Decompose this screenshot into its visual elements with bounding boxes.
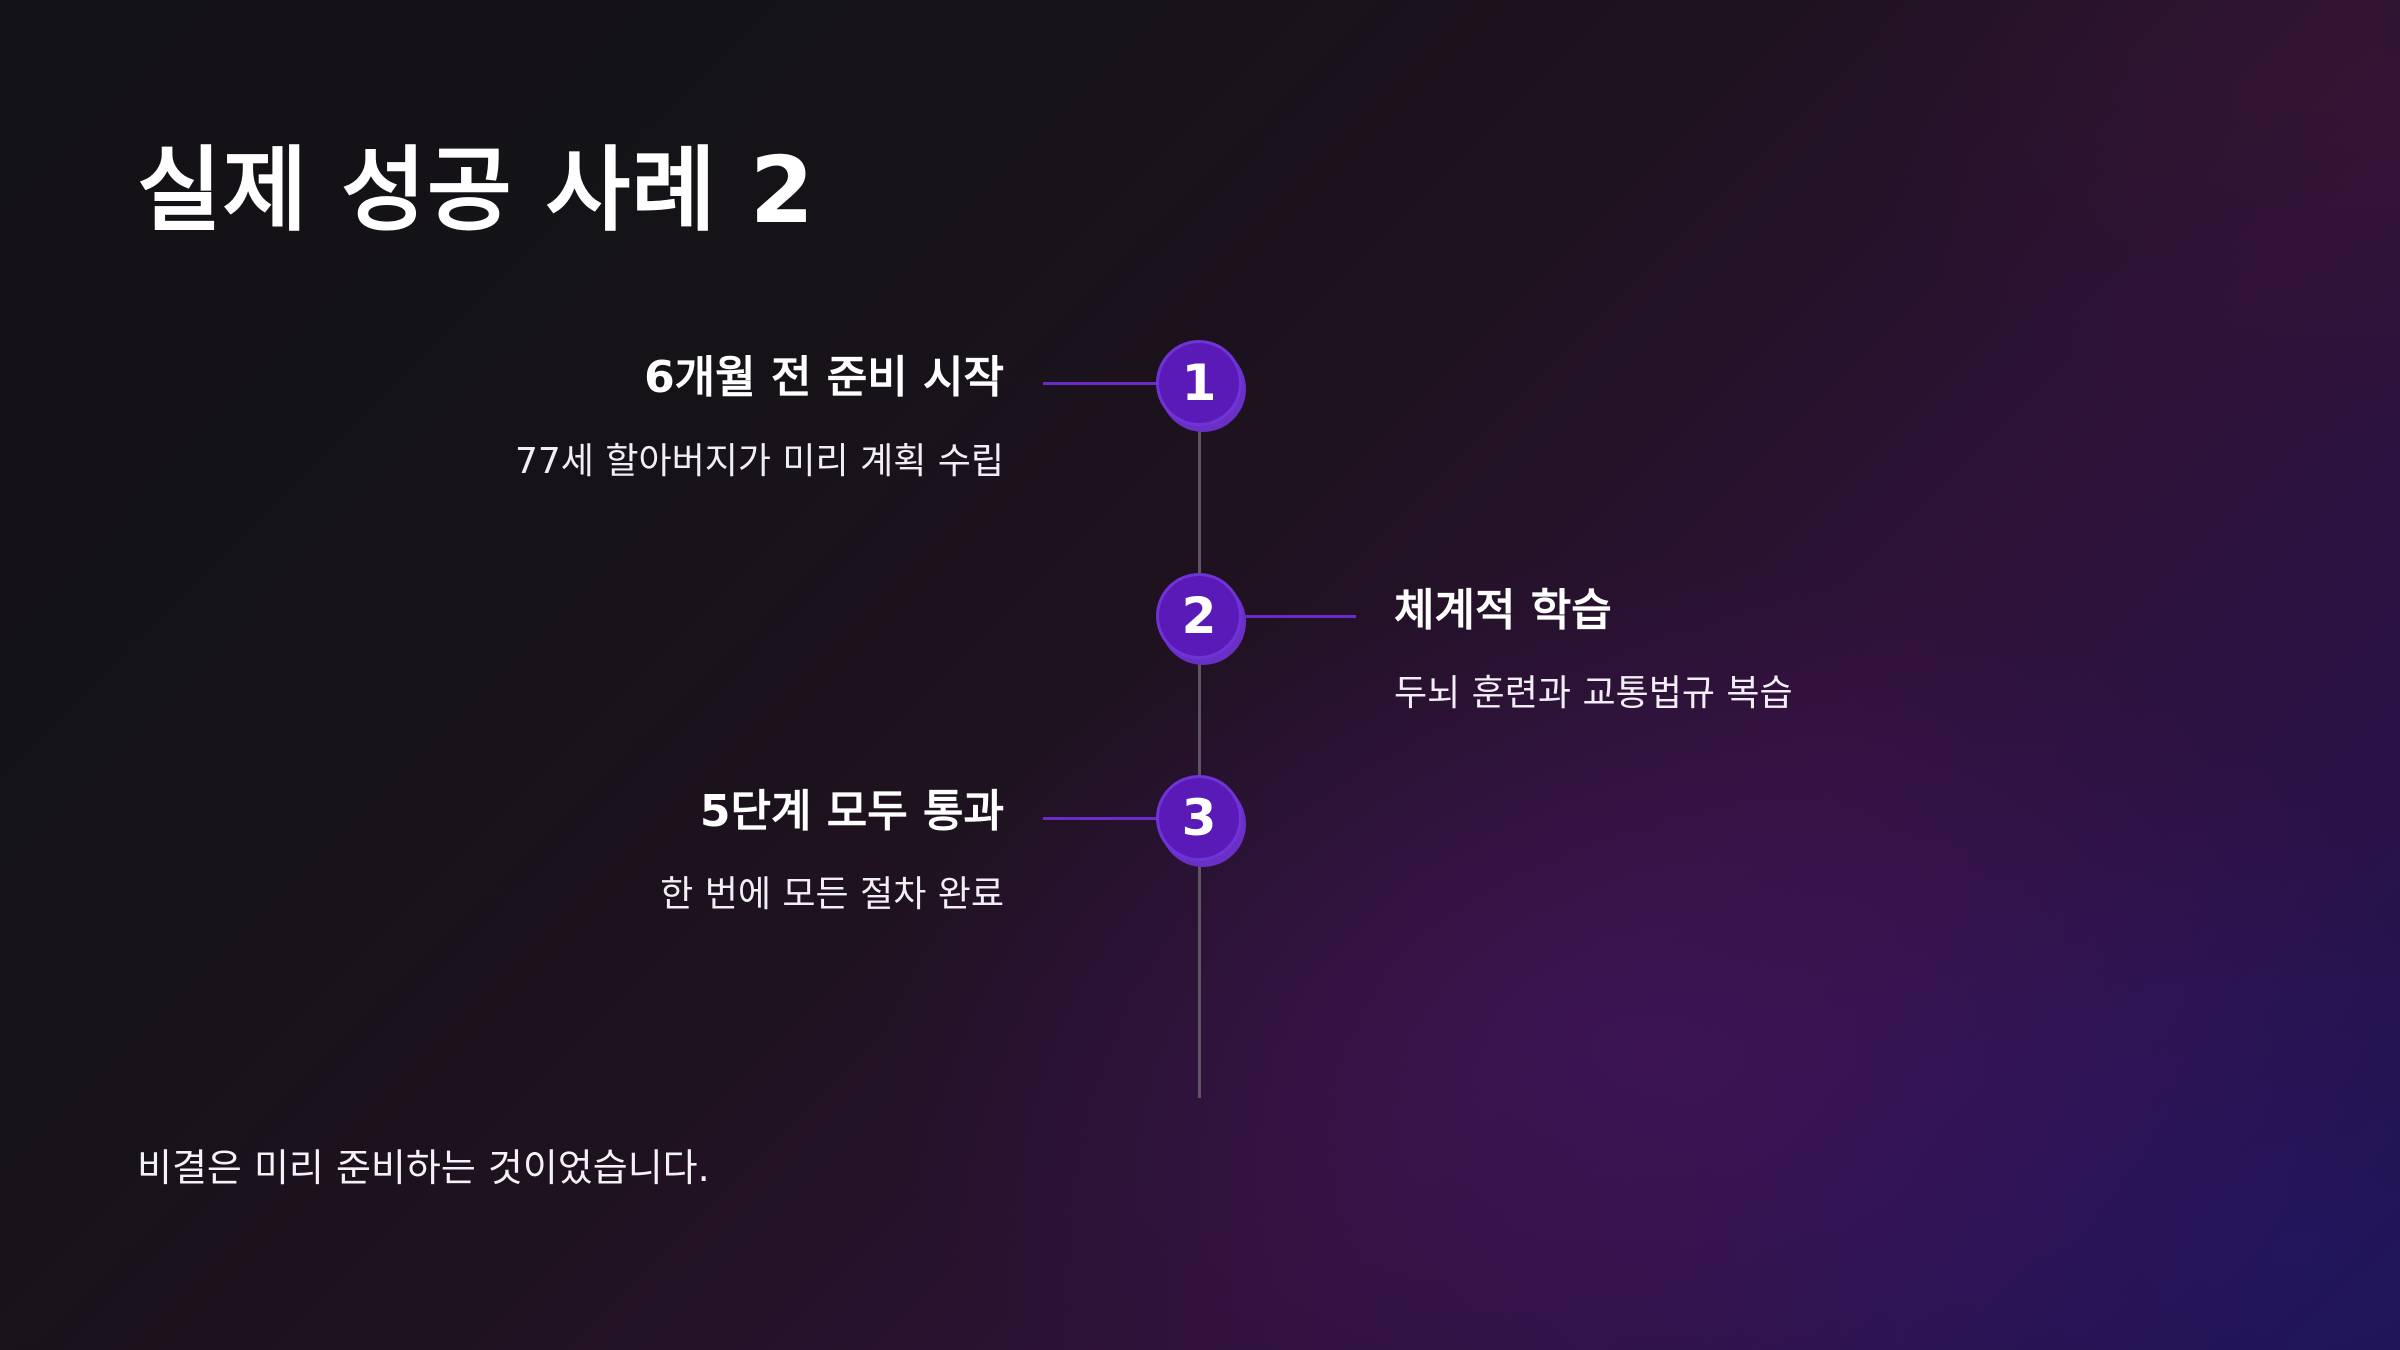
step-3-number: 3 [1181,789,1217,847]
step-3-connector [1043,817,1161,820]
step-2-description: 두뇌 훈련과 교통법규 복습 [1394,673,1793,714]
step-3-title: 5단계 모두 통과 [699,786,1004,837]
step-2-title: 체계적 학습 [1394,585,1612,636]
step-1-title: 6개월 전 준비 시작 [644,352,1004,403]
step-1-number: 1 [1181,354,1217,412]
step-1-connector [1043,382,1161,385]
step-1-marker: 1 [1156,340,1242,426]
step-3-description: 한 번에 모든 절차 완료 [660,874,1004,915]
slide-title: 실제 성공 사례 2 [137,137,815,244]
timeline-axis [1198,386,1201,1098]
footnote: 비결은 미리 준비하는 것이었습니다. [137,1146,710,1190]
step-2-number: 2 [1181,587,1217,645]
step-3-marker: 3 [1156,775,1242,861]
step-1-description: 77세 할아버지가 미리 계획 수립 [514,441,1004,482]
step-2-connector [1238,615,1356,618]
step-2-marker: 2 [1156,573,1242,659]
